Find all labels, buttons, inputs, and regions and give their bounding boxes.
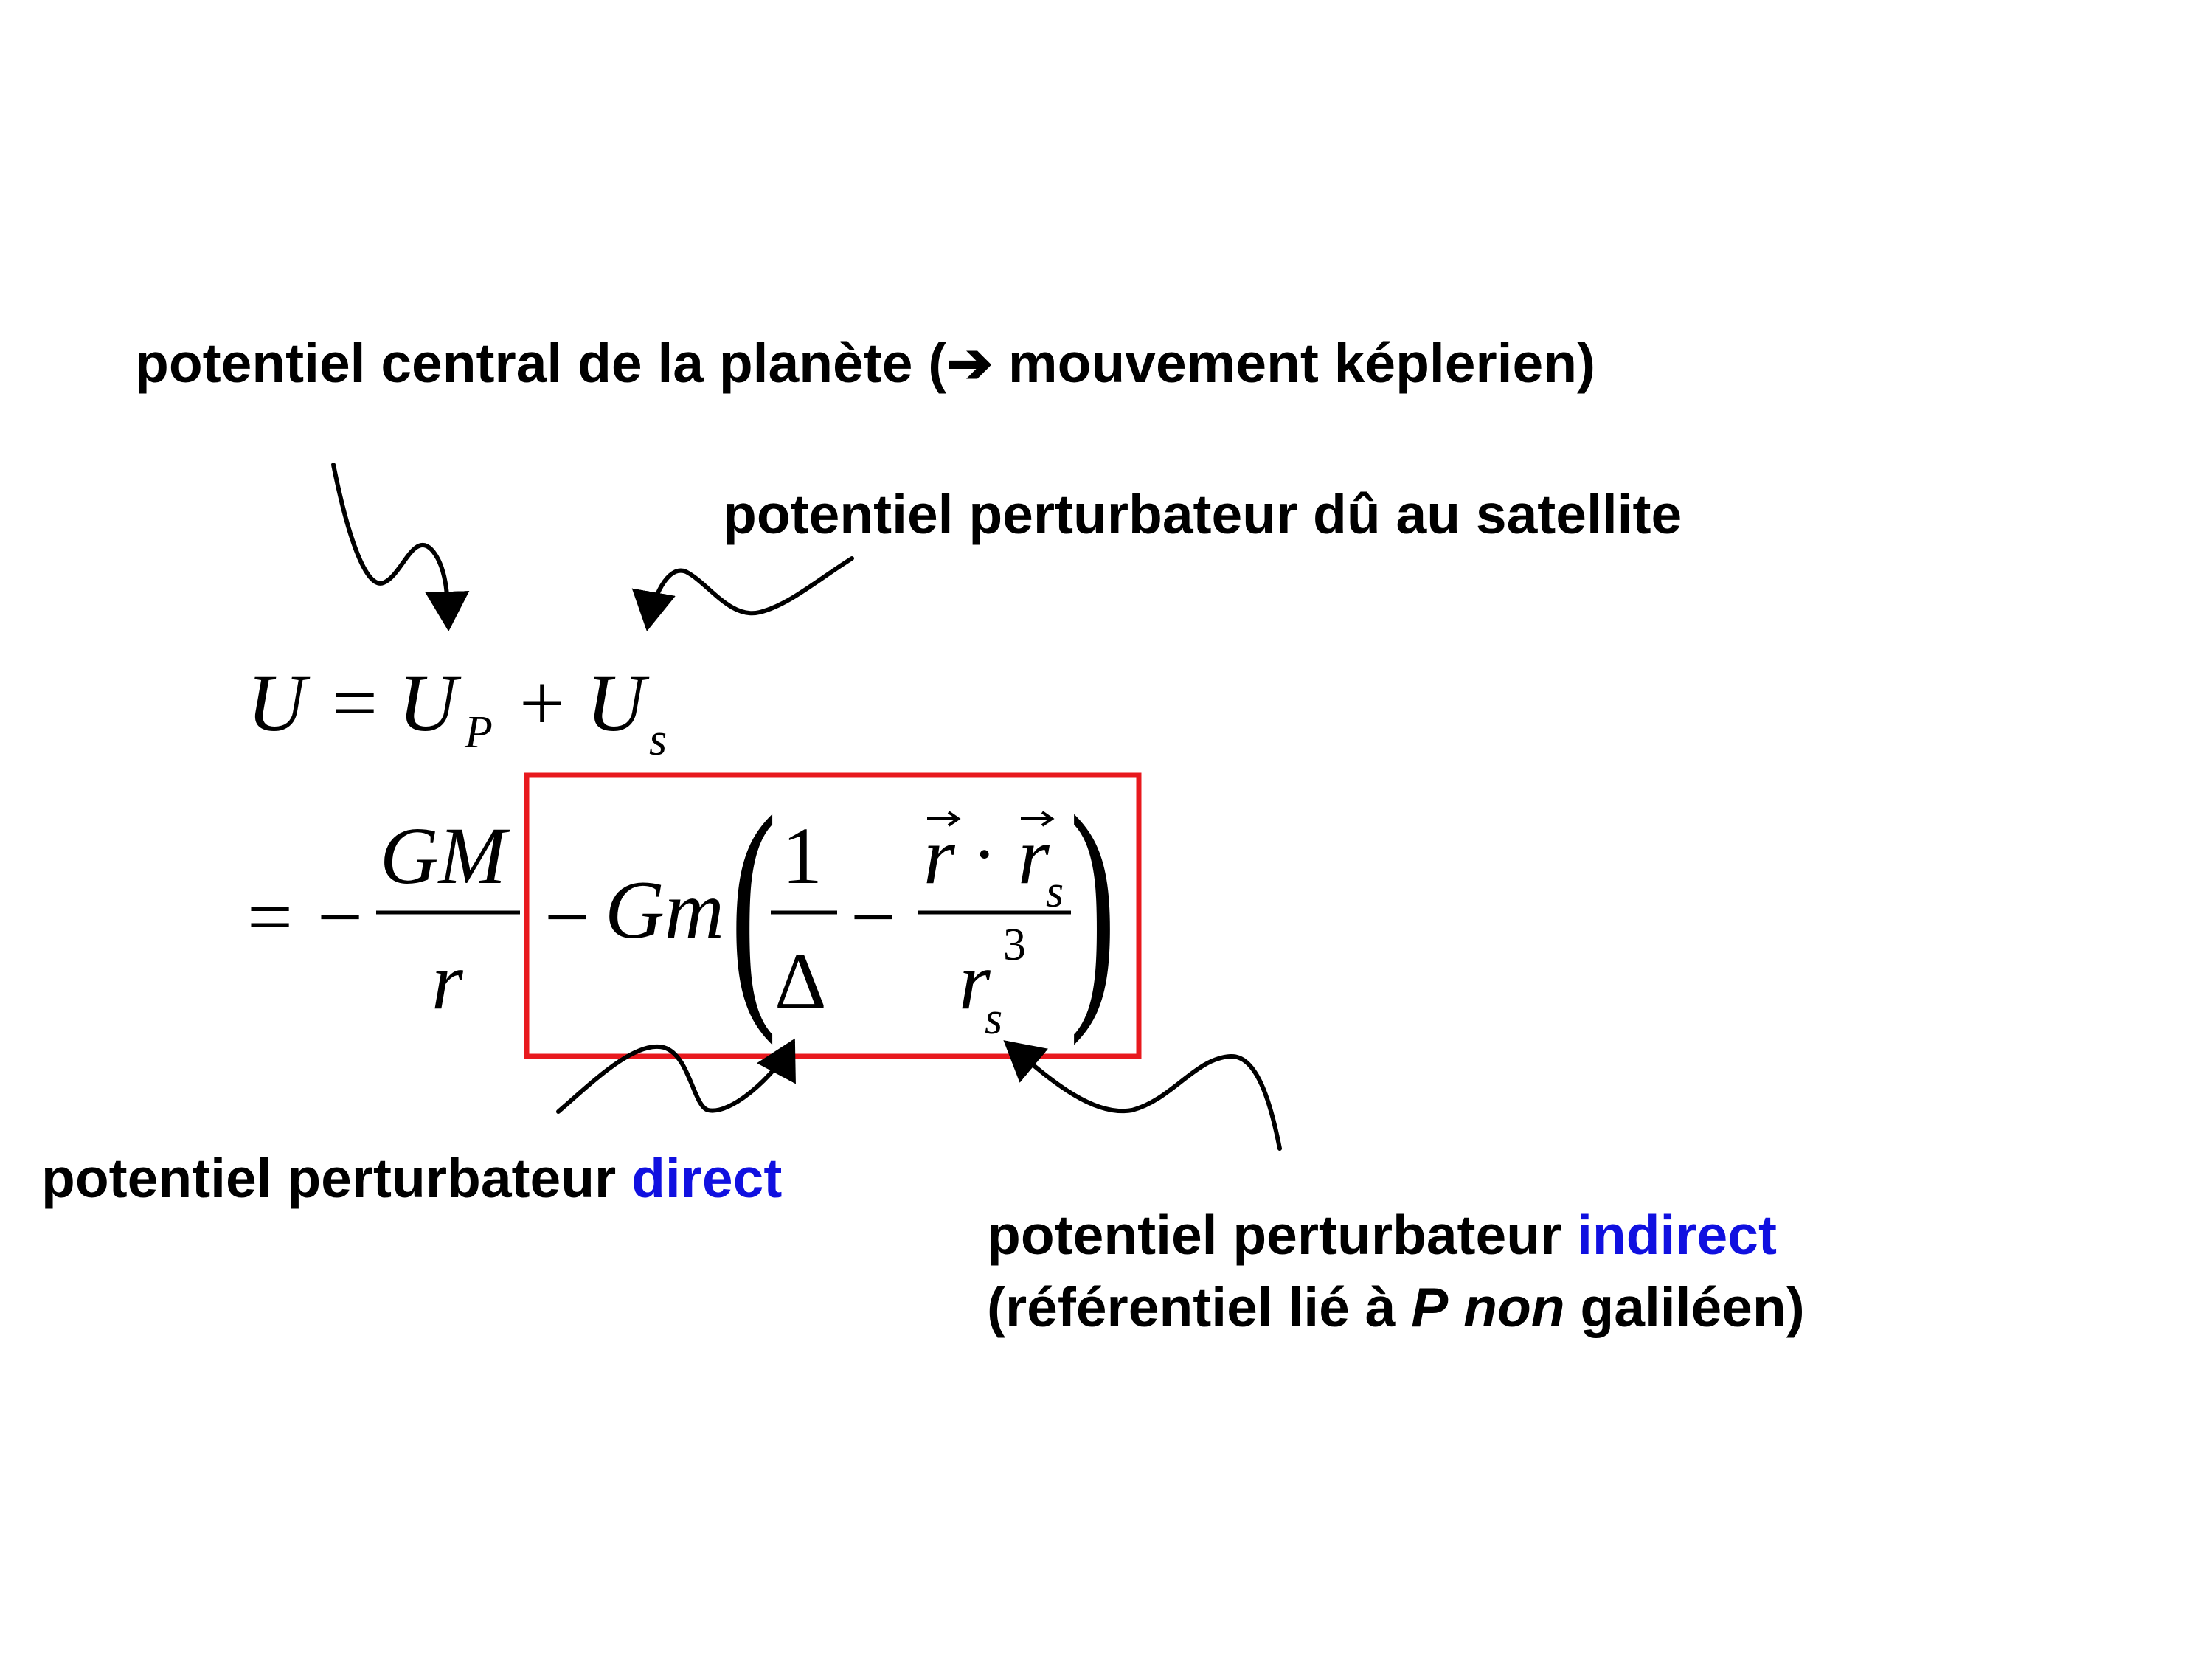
direct-keyword: direct [631, 1147, 783, 1209]
right-arrow-icon: ➔ [946, 332, 994, 394]
eq2-minus-3: − [850, 872, 897, 962]
eq2-Gm: Gm [605, 865, 724, 956]
satellite-potential-label: potentiel perturbateur dû au satellite [723, 487, 1682, 542]
eq2-equals: = [247, 872, 294, 962]
eq2-minus-2: − [544, 872, 591, 962]
indirect-label-prefix: potentiel perturbateur [987, 1204, 1578, 1266]
arrow-to-rs3 [1003, 1040, 1282, 1151]
indirect-potential-label: potentiel perturbateur indirect [987, 1208, 1777, 1263]
eq2-one: 1 [782, 811, 822, 901]
arrow-to-UP [331, 463, 470, 631]
indirect-line2-non: non [1463, 1276, 1565, 1338]
eq2-left-paren: ( [730, 764, 777, 1046]
arrow-to-Us [631, 556, 854, 631]
eq2-r-vector: r [923, 811, 955, 901]
perturbation-highlight-box [524, 772, 1142, 1059]
eq1-equals: = [332, 658, 378, 748]
eq2-r-denominator: r [431, 936, 463, 1026]
arrow-to-delta [556, 1038, 796, 1114]
satellite-label-text: potentiel perturbateur dû au satellite [723, 483, 1682, 545]
direct-label-prefix: potentiel perturbateur [41, 1147, 632, 1209]
eq2-minus-1: − [317, 872, 364, 962]
central-label-text-start: potentiel central de la planète ( [135, 332, 947, 394]
indirect-line2-close: galiléen) [1564, 1276, 1805, 1338]
eq2-delta: Δ [774, 936, 827, 1026]
eq1-plus: + [519, 658, 566, 748]
eq2-rs-denominator: r [959, 936, 991, 1026]
eq2-right-paren: ) [1069, 764, 1117, 1046]
eq2-s-subscript-2: s [985, 994, 1003, 1044]
eq2-s-subscript-1: s [1046, 867, 1064, 917]
vector-arrow-r [927, 811, 961, 827]
eq1-P-subscript: P [465, 707, 493, 758]
eq2-GM: GM [380, 811, 507, 901]
eq1-U: U [247, 658, 306, 748]
direct-potential-label: potentiel perturbateur direct [41, 1151, 782, 1206]
eq2-exponent-3: 3 [1003, 920, 1026, 970]
vector-arrow-rs [1021, 811, 1055, 827]
central-potential-label: potentiel central de la planète (➔ mouve… [135, 336, 1595, 391]
eq2-rs-vector: r [1018, 811, 1050, 901]
eq1-Us: U [586, 658, 645, 748]
eq2-dot: · [972, 813, 997, 895]
central-label-text-end: mouvement képlerien) [993, 332, 1596, 394]
eq1-UP: U [398, 658, 457, 748]
indirect-potential-label-line2: (référentiel lié à P non galiléen) [987, 1280, 1805, 1335]
eq1-s-subscript: s [649, 715, 668, 765]
indirect-keyword: indirect [1577, 1204, 1777, 1266]
indirect-line2-P: P [1411, 1276, 1449, 1338]
indirect-line2-open: (référentiel lié à [987, 1276, 1412, 1338]
